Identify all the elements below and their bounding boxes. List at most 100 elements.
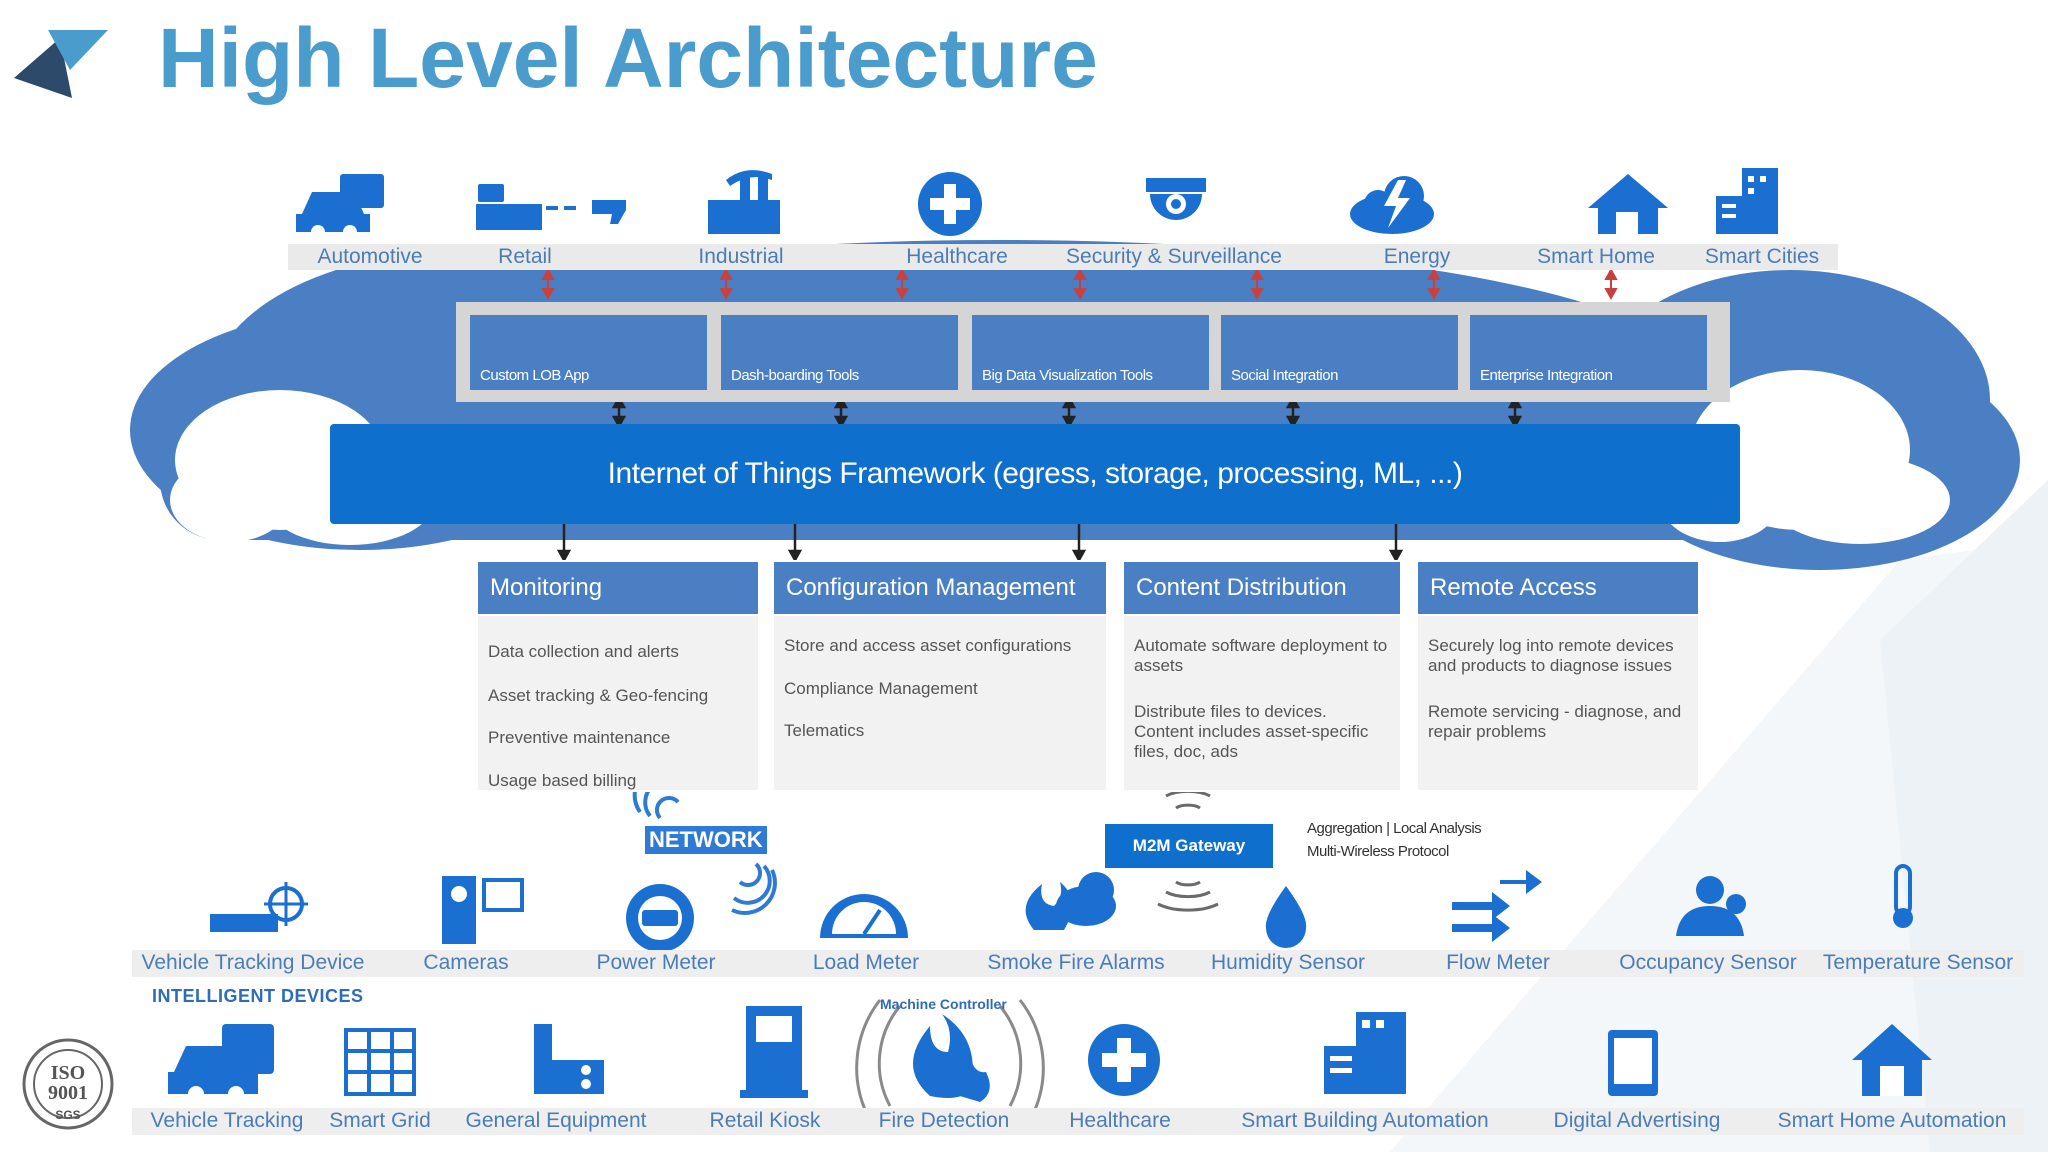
black-arrow-head — [611, 415, 627, 429]
tool-label: Big Data Visualization Tools — [982, 367, 1153, 384]
red-arrow-head — [719, 288, 733, 301]
service-item: Store and access asset configurations — [784, 636, 1072, 655]
black-arrow-head — [556, 549, 572, 563]
factory-icon — [708, 170, 780, 234]
grid-icon — [344, 1028, 416, 1096]
red-arrow-head — [1427, 288, 1441, 301]
car-truck-icon — [296, 174, 384, 239]
tool-label: Social Integration — [1231, 367, 1338, 384]
device-label: Smart Grid — [329, 1109, 431, 1132]
service-item: Asset tracking & Geo-fencing — [488, 686, 709, 705]
iso-badge-text: ISO 9001 — [48, 1062, 88, 1104]
vertical-label: Smart Cities — [1704, 245, 1820, 268]
device-label: Smart Building Automation — [1241, 1109, 1489, 1132]
black-arrow-head — [1071, 549, 1087, 563]
verticals-strip — [288, 244, 1838, 270]
red-arrow-head — [1250, 267, 1264, 280]
smoke-fire-icon — [1025, 872, 1116, 930]
service-item: Securely log into remote devices and pro… — [1428, 636, 1674, 675]
device-label: Load Meter — [812, 951, 920, 974]
load-meter-icon — [820, 894, 908, 938]
tool-box: Enterprise Integration — [1470, 315, 1707, 390]
equipment-icon — [534, 1024, 604, 1094]
red-arrow-head — [1604, 288, 1618, 301]
red-arrow-head — [1427, 267, 1441, 280]
tracking-device-icon — [210, 882, 308, 932]
service-title: Remote Access — [1418, 562, 1698, 616]
power-meter-icon — [626, 884, 694, 952]
device-label: Vehicle Tracking Device — [141, 951, 365, 974]
device-icons-row2 — [168, 999, 1932, 1113]
black-arrow-head — [611, 395, 627, 409]
service-item: Automate software deployment to assets — [1134, 636, 1388, 675]
tool-label: Dash-boarding Tools — [731, 367, 859, 384]
red-arrow-head — [1604, 267, 1618, 280]
black-arrow-head — [1507, 415, 1523, 429]
gateway-note-line1: Aggregation | Local Analysis — [1307, 820, 1482, 837]
energy-cloud-icon — [1350, 176, 1434, 234]
red-arrow-head — [895, 267, 909, 280]
logo-arrow-icon — [14, 30, 108, 98]
red-arrow-head — [719, 267, 733, 280]
vertical-icons — [296, 168, 1778, 239]
security-camera-icon — [1146, 178, 1206, 220]
page-title: High Level Architecture — [158, 11, 1098, 105]
gateway-note-line2: Multi-Wireless Protocol — [1307, 843, 1449, 860]
vertical-label: Automotive — [317, 245, 423, 268]
thermometer-icon — [1893, 864, 1913, 928]
pos-terminal-icon — [476, 184, 626, 230]
device-label: Occupancy Sensor — [1619, 951, 1797, 974]
device-label: Retail Kiosk — [709, 1109, 821, 1132]
black-arrow-head — [787, 549, 803, 563]
camera-icon — [442, 876, 524, 944]
red-arrow-head — [541, 267, 555, 280]
black-arrow-head — [1285, 395, 1301, 409]
machine-controller-label: Machine Controller — [880, 996, 1007, 1012]
device-label: Temperature Sensor — [1822, 951, 2014, 974]
medical-cross-icon — [918, 172, 982, 236]
service-title: Configuration Management — [774, 562, 1106, 616]
vehicle-tracking-icon — [168, 1024, 274, 1102]
service-item: Compliance Management — [784, 679, 978, 698]
city-buildings-icon — [1716, 168, 1778, 234]
tool-box: Social Integration — [1221, 315, 1458, 390]
iot-framework-label: Internet of Things Framework (egress, st… — [607, 457, 1463, 490]
m2m-gateway-box: M2M Gateway — [1105, 824, 1273, 868]
tablet-icon — [1608, 1030, 1658, 1096]
vertical-label: Smart Home — [1537, 245, 1655, 268]
service-title: Content Distribution — [1124, 562, 1400, 616]
tool-label: Enterprise Integration — [1480, 367, 1613, 384]
house-icon — [1588, 174, 1668, 234]
medical-cross-icon — [1088, 1024, 1160, 1096]
service-item: Data collection and alerts — [488, 642, 679, 661]
iot-framework-band: Internet of Things Framework (egress, st… — [330, 424, 1740, 524]
device-label: General Equipment — [465, 1109, 647, 1132]
kiosk-icon — [740, 1006, 808, 1098]
black-arrow-head — [833, 395, 849, 409]
red-arrow-head — [895, 288, 909, 301]
service-item: Telematics — [784, 721, 865, 740]
device-icons-row1 — [210, 864, 1913, 952]
link-arrows-red — [541, 267, 1618, 301]
black-arrow-head — [1061, 415, 1077, 429]
vertical-label: Retail — [498, 245, 552, 268]
device-label: Power Meter — [596, 951, 716, 974]
tool-label: Custom LOB App — [480, 367, 589, 384]
device-label: Humidity Sensor — [1210, 951, 1366, 974]
vertical-label: Security & Surveillance — [1066, 245, 1282, 268]
black-arrow-head — [833, 415, 849, 429]
service-title: Monitoring — [478, 562, 758, 616]
black-arrow-head — [1507, 395, 1523, 409]
device-label: Smart Home Automation — [1777, 1109, 2007, 1132]
tool-box: Custom LOB App — [470, 315, 707, 390]
water-drop-icon — [1265, 886, 1307, 948]
service-item: Remote servicing - diagnose, and repair … — [1428, 702, 1682, 741]
tool-box: Big Data Visualization Tools — [972, 315, 1209, 390]
devices-strip-1 — [132, 950, 2024, 977]
tool-box: Dash-boarding Tools — [721, 315, 958, 390]
service-item: Distribute files to devices. Content inc… — [1134, 702, 1369, 761]
watermark-shape — [1390, 540, 2048, 1152]
